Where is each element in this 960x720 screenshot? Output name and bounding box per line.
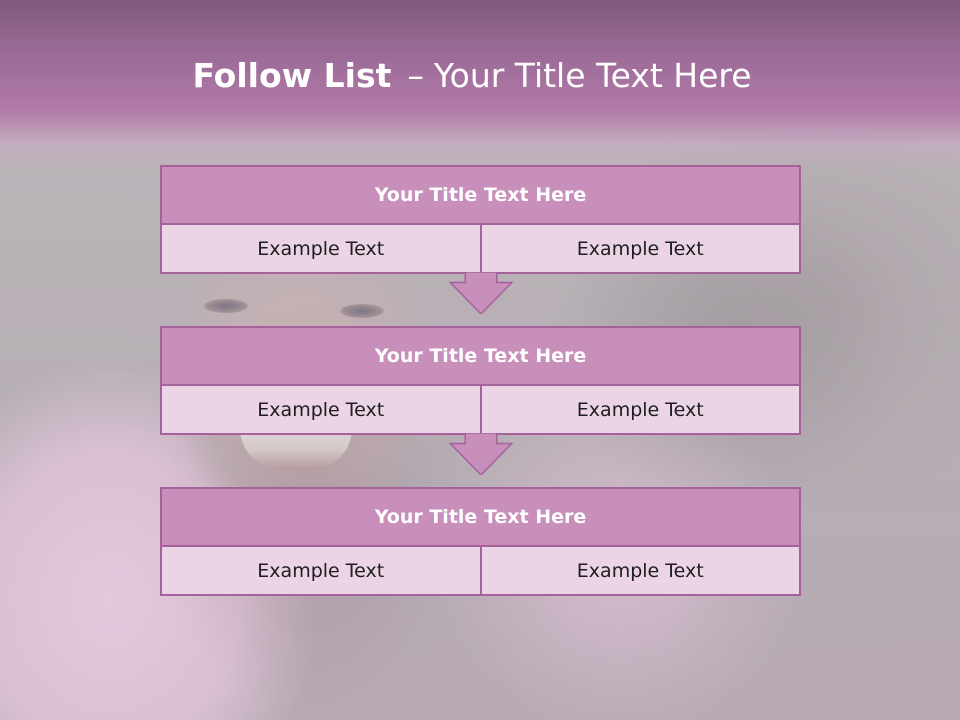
slide-title: Follow List–Your Title Text Here (0, 56, 944, 95)
list-block-cell-right: Example Text (479, 225, 800, 272)
list-block-row: Example Text Example Text (162, 547, 799, 594)
list-block-cell-right: Example Text (479, 386, 800, 433)
list-block-title: Your Title Text Here (162, 489, 799, 547)
list-block-row: Example Text Example Text (162, 386, 799, 433)
background-hair (120, 250, 500, 720)
down-arrow-2 (448, 433, 514, 475)
list-block-cell-left: Example Text (257, 559, 385, 582)
list-block-cell-left: Example Text (257, 398, 385, 421)
background-eye-right (340, 304, 384, 318)
list-block-title: Your Title Text Here (162, 328, 799, 386)
slide-title-rest: Your Title Text Here (433, 56, 752, 95)
list-block-3: Your Title Text Here Example Text Exampl… (160, 487, 801, 596)
list-block-title: Your Title Text Here (162, 167, 799, 225)
slide-title-bold: Follow List (192, 56, 392, 95)
background-eye-left (204, 299, 248, 313)
list-block-cell-right: Example Text (479, 547, 800, 594)
list-block-row: Example Text Example Text (162, 225, 799, 272)
list-block-1: Your Title Text Here Example Text Exampl… (160, 165, 801, 274)
title-banner (0, 0, 960, 170)
list-block-cell-left: Example Text (257, 237, 385, 260)
down-arrow-1 (448, 272, 514, 314)
list-block-2: Your Title Text Here Example Text Exampl… (160, 326, 801, 435)
slide-title-dash: – (407, 56, 424, 95)
